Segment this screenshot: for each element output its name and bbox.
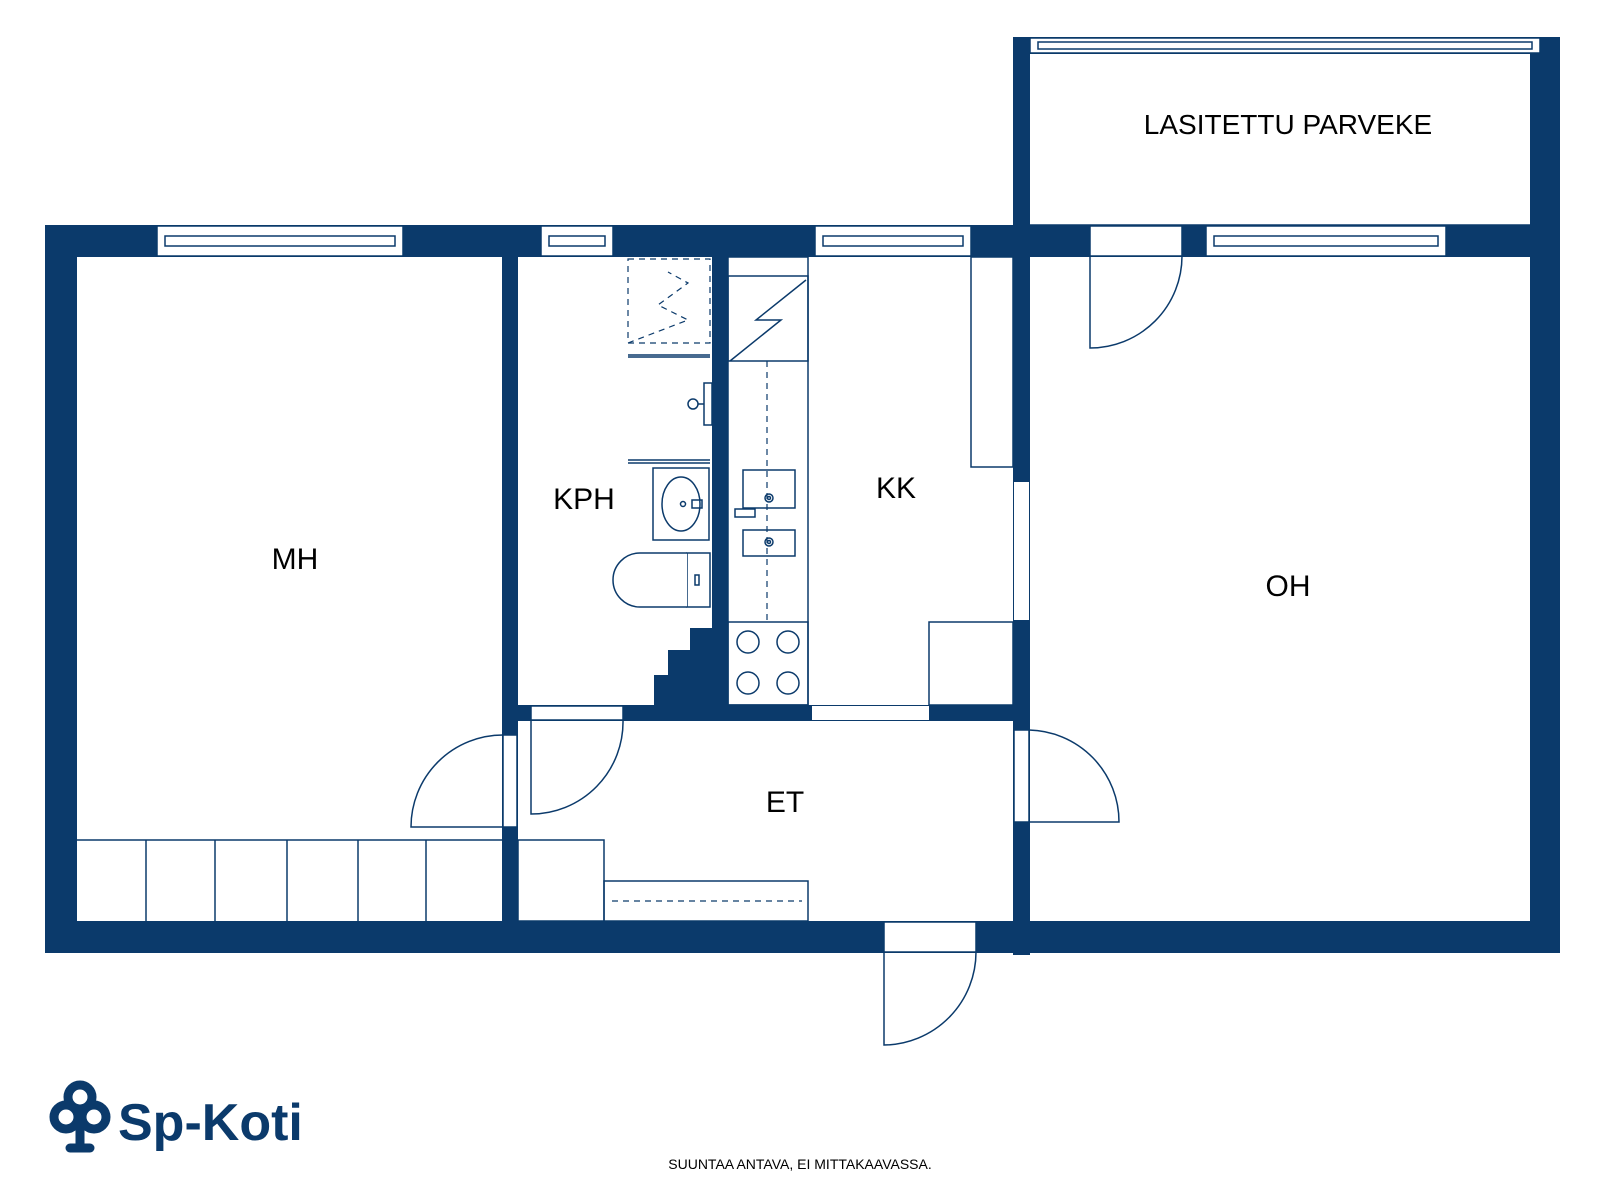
outer-wall-left: [45, 225, 77, 953]
window-kk: [815, 226, 971, 256]
et-shelf: [603, 880, 809, 922]
room-label-oh: OH: [1266, 570, 1311, 603]
room-label-mh: MH: [272, 543, 319, 576]
window-kph: [541, 226, 613, 256]
mh-door-swing: [410, 734, 504, 828]
room-label-kph: KPH: [553, 483, 615, 516]
kitchen: [727, 256, 1014, 706]
mh-door-frame: [502, 734, 518, 828]
entry-door-swing: [883, 951, 977, 1046]
mh-wardrobes: [77, 839, 502, 921]
et-fixtures: [517, 839, 809, 922]
shower-area: [627, 258, 711, 344]
door-gap-balcony: [1090, 226, 1182, 256]
window-balcony: [1030, 38, 1540, 53]
opening-kk-et: [812, 706, 929, 720]
wall-kph-kk: [712, 225, 728, 720]
oh-door-swing: [1028, 729, 1120, 823]
disclaimer-note: SUUNTAA ANTAVA, EI MITTAKAAVASSA.: [668, 1156, 932, 1172]
kph-door-swing: [530, 719, 624, 815]
openings: [157, 38, 1540, 952]
wall-mh-kph: [502, 225, 518, 953]
kitchen-counter: [727, 256, 809, 706]
kph-notch: [654, 628, 728, 720]
et-closet: [517, 839, 605, 922]
sink-small: [742, 529, 796, 557]
room-label-et: ET: [766, 786, 804, 819]
kk-cabinet: [970, 256, 1014, 468]
opening-kk-oh: [1014, 482, 1029, 620]
kph-fixtures: [612, 258, 713, 608]
door-gap-kph: [531, 706, 623, 720]
outer-wall-bottom: [45, 921, 1560, 953]
stove-burner: [736, 630, 760, 654]
door-gap-oh: [1014, 730, 1029, 822]
entry-door-frame: [883, 921, 977, 953]
shower-drain-symbol: [627, 271, 690, 344]
balcony-door-frame: [1089, 225, 1183, 257]
room-label-balcony: LASITETTU PARVEKE: [1144, 109, 1432, 140]
oh-door-frame: [1013, 729, 1030, 823]
fridge: [727, 275, 809, 362]
sink-large: [742, 469, 796, 509]
window-oh: [1206, 226, 1446, 256]
door-gap-entry: [884, 922, 976, 952]
outer-wall-right: [1530, 37, 1560, 953]
tree-cloud-icon: [49, 1080, 111, 1153]
kk-cabinet-low: [928, 621, 1014, 706]
kph-door-frame: [530, 705, 624, 721]
logo: Sp-Koti: [49, 1080, 303, 1153]
stove-burner: [776, 630, 800, 654]
balcony-door-swing: [1089, 255, 1183, 349]
window-mh: [157, 226, 403, 256]
stove-burner: [776, 671, 800, 695]
room-label-kk: KK: [876, 472, 916, 505]
toilet-bowl: [612, 552, 687, 608]
window-frames: [156, 37, 1541, 257]
door-gap-mh: [503, 735, 517, 827]
stove-burner: [736, 671, 760, 695]
logo-text: Sp-Koti: [118, 1094, 303, 1152]
stove: [727, 621, 809, 706]
doors: [410, 225, 1183, 1046]
balcony-wall-left: [1013, 37, 1030, 247]
